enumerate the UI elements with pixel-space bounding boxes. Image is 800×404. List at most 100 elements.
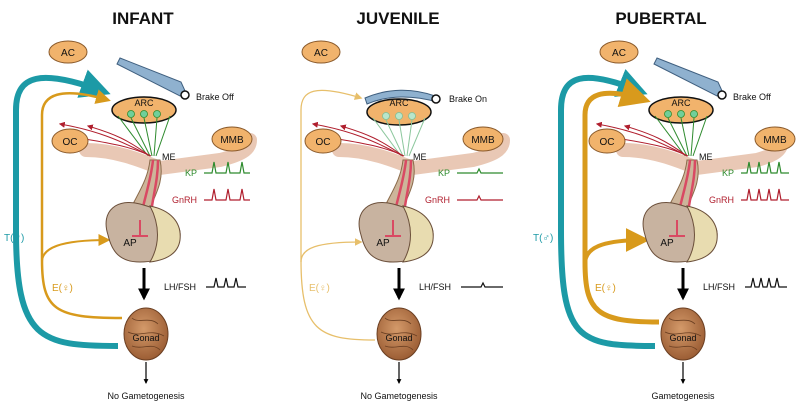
kp-pulse-trace (741, 161, 789, 174)
panel-title: PUBERTAL (615, 9, 706, 28)
kp-label: KP (722, 168, 734, 178)
mmb-label: MMB (763, 135, 787, 146)
arc-node (111, 96, 177, 124)
kp-axons (117, 115, 171, 157)
pituitary-vessel (132, 220, 148, 237)
brake-bar (116, 57, 187, 97)
oc-node (51, 128, 89, 154)
outcome-label: No Gametogenesis (360, 391, 438, 401)
kp-label: KP (438, 168, 450, 178)
ac-node (301, 40, 341, 64)
pituitary-vessel (669, 220, 685, 237)
kp-neurons (127, 110, 161, 118)
lhfsh-label: LH/FSH (703, 282, 735, 292)
kp-neurons (382, 112, 416, 120)
gnrh-label: GnRH (709, 195, 734, 205)
gonad-texture (127, 317, 165, 351)
oc-label: OC (63, 137, 78, 148)
oc-node (304, 128, 342, 154)
arc-node (648, 96, 714, 124)
brake-label: Brake On (449, 94, 487, 104)
kp-neuron (690, 110, 698, 118)
testosterone-feedback-arrow (13, 69, 119, 349)
gnrh-label: GnRH (425, 195, 450, 205)
me-label: ME (162, 152, 176, 162)
gonad-label: Gonad (669, 333, 696, 343)
panel-infant: INFANT T(♂) E(♀) AC Brake Off ARC (4, 9, 257, 401)
kp-label: KP (185, 168, 197, 178)
posterior-pituitary (686, 205, 718, 263)
brake-pivot-icon (717, 90, 727, 100)
ac-node (599, 40, 639, 64)
estrogen-label: E(♀) (595, 283, 616, 294)
kp-pulse-trace (457, 167, 503, 174)
estrogen-label: E(♀) (52, 283, 73, 294)
gonad-label: Gonad (132, 333, 159, 343)
ap-label: AP (376, 238, 390, 249)
panel-title: INFANT (112, 9, 174, 28)
outcome-label: No Gametogenesis (107, 391, 185, 401)
brake-label: Brake Off (733, 92, 771, 102)
gonad-label: Gonad (385, 333, 412, 343)
panel-title: JUVENILE (356, 9, 439, 28)
kp-neuron (677, 110, 685, 118)
kp-neuron (153, 110, 161, 118)
posterior-pituitary (149, 205, 181, 263)
posterior-pituitary (402, 205, 434, 263)
kp-axons (654, 115, 708, 157)
brake-label: Brake Off (196, 92, 234, 102)
oc-label: OC (316, 137, 331, 148)
ac-label: AC (612, 48, 626, 59)
gnrh-label: GnRH (172, 195, 197, 205)
lhfsh-pulse-trace (745, 277, 787, 288)
ac-label: AC (61, 48, 75, 59)
me-label: ME (413, 152, 427, 162)
kp-neuron (382, 112, 390, 120)
oc-label: OC (600, 137, 615, 148)
outcome-label: Gametogenesis (651, 391, 715, 401)
kp-neurons (664, 110, 698, 118)
ac-node (48, 40, 88, 64)
arc-label: ARC (671, 98, 691, 108)
kp-neuron (127, 110, 135, 118)
estrogen-feedback-arrow-ap (41, 234, 111, 263)
gnrh-pulse-trace (204, 188, 250, 201)
gnrh-pulse-trace (457, 194, 503, 201)
kp-neuron (664, 110, 672, 118)
estrogen-label: E(♀) (309, 283, 330, 294)
ap-label: AP (660, 238, 674, 249)
mmb-label: MMB (471, 135, 495, 146)
testosterone-label: T(♂) (533, 233, 553, 244)
ac-label: AC (314, 48, 328, 59)
kp-neuron (395, 112, 403, 120)
testosterone-feedback-arrow (558, 69, 656, 349)
lhfsh-label: LH/FSH (164, 282, 196, 292)
brake-pivot-icon (180, 90, 190, 100)
brake-bar (653, 57, 724, 97)
arc-label: ARC (389, 98, 409, 108)
mmb-label: MMB (220, 135, 244, 146)
lhfsh-pulse-trace (461, 281, 503, 288)
brake-pivot-icon (431, 94, 441, 104)
estrogen-feedback-arrow-ap (300, 238, 363, 263)
mmb-node (462, 126, 504, 152)
oc-node (588, 128, 626, 154)
kp-pulse-trace (204, 161, 250, 174)
estrogen-feedback-arrow-ap (583, 228, 650, 265)
mmb-node (754, 126, 796, 152)
testosterone-label: T(♂) (4, 233, 24, 244)
pituitary-vessel (385, 220, 401, 237)
gonad-texture (664, 317, 702, 351)
gonad-texture (380, 317, 418, 351)
gnrh-pulse-trace (741, 188, 789, 201)
panel-juvenile: JUVENILE E(♀) AC Brake On ARC (300, 9, 510, 401)
ap-label: AP (123, 238, 137, 249)
kp-neuron (408, 112, 416, 120)
lhfsh-pulse-trace (206, 277, 246, 288)
panel-pubertal: PUBERTAL T(♂) E(♀) AC Brake Off ARC (533, 9, 796, 401)
lhfsh-label: LH/FSH (419, 282, 451, 292)
me-label: ME (699, 152, 713, 162)
arc-node (366, 98, 432, 126)
mmb-node (211, 126, 253, 152)
